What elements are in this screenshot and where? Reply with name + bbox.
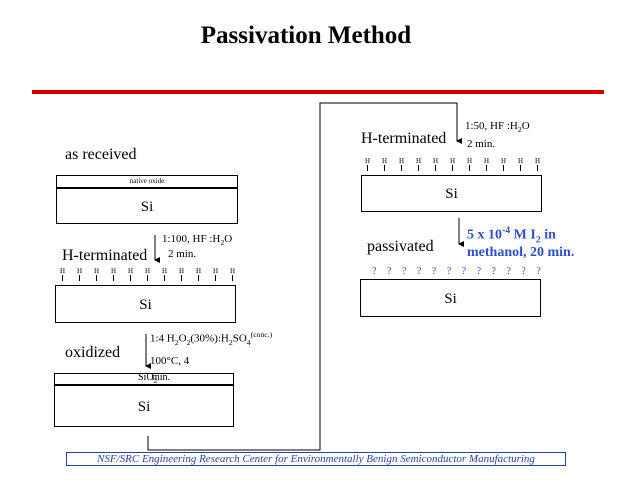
h-atom: H: [415, 157, 422, 171]
h-atom: H: [59, 267, 66, 281]
h-atom: H: [381, 157, 388, 171]
h-atom: H: [398, 157, 405, 171]
sio2-label: SiO2: [138, 372, 158, 385]
step3-recipe: 1:50, HF :H2O: [465, 120, 530, 135]
native-oxide-layer: native oxide: [56, 175, 238, 188]
si-substrate-2: Si: [55, 285, 236, 323]
si-substrate-4: Si: [361, 175, 542, 212]
h-atom: H: [229, 267, 236, 281]
h-atom: H: [466, 157, 473, 171]
unknown-termination-row: ? ? ? ? ? ? ? ? ? ? ? ?: [372, 266, 545, 277]
h-atom: H: [212, 267, 219, 281]
step3-time: 2 min.: [467, 138, 496, 150]
h-atom: H: [110, 267, 117, 281]
h-atom: H: [161, 267, 168, 281]
h-atom: H: [449, 157, 456, 171]
h-termination-row-right: H H H H H H H H H H H: [364, 158, 544, 174]
page-title: Passivation Method: [200, 22, 412, 49]
title-divider: [32, 90, 604, 94]
si-substrate-5: Si: [360, 279, 541, 317]
h-atom: H: [534, 157, 541, 171]
h-atom: H: [483, 157, 490, 171]
step1-recipe: 1:100, HF :H2O: [162, 233, 233, 248]
h-atom: H: [127, 267, 134, 281]
h-atom: H: [364, 157, 371, 171]
label-as-received: as received: [65, 146, 137, 163]
label-h-terminated-right: H-terminated: [361, 130, 447, 147]
h-atom: H: [178, 267, 185, 281]
h-atom: H: [517, 157, 524, 171]
sio2-layer: SiO2 min.: [54, 372, 234, 385]
step2-recipe: 1:4 H2O2(30%):H2SO4(conc.): [150, 330, 273, 347]
label-oxidized: oxidized: [65, 344, 121, 361]
footer-credit: NSF/SRC Engineering Research Center for …: [66, 452, 566, 466]
h-termination-row-left: H H H H H H H H H H H: [59, 268, 239, 284]
h-atom: H: [500, 157, 507, 171]
iodine-recipe-line2: methanol, 20 min.: [467, 245, 575, 260]
label-passivated: passivated: [367, 238, 434, 255]
h-atom: H: [144, 267, 151, 281]
h-atom: H: [195, 267, 202, 281]
label-h-terminated-left: H-terminated: [62, 247, 148, 264]
si-substrate-1: Si: [56, 188, 238, 224]
si-substrate-3: Si: [54, 385, 234, 427]
step2-temp: 100°C, 4: [150, 355, 190, 367]
step2-min: min.: [152, 372, 171, 383]
h-atom: H: [93, 267, 100, 281]
h-atom: H: [76, 267, 83, 281]
column-connector: [147, 102, 462, 451]
h-atom: H: [432, 157, 439, 171]
native-oxide-label: native oxide: [129, 177, 165, 185]
iodine-recipe-line1: 5 x 10-4 M I2 in: [467, 225, 556, 246]
step1-time: 2 min.: [168, 248, 197, 260]
